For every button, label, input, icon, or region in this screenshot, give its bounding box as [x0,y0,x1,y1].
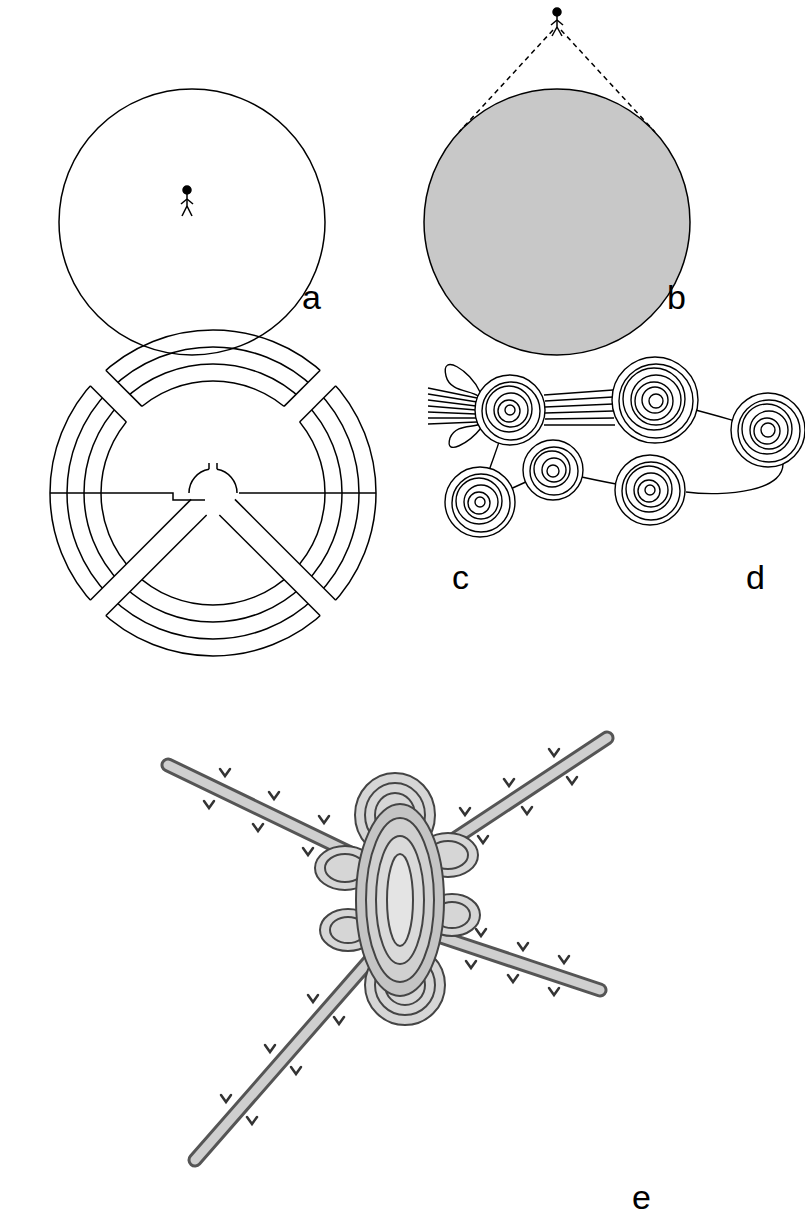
panel-e-figure [168,738,607,1160]
panel-letter: a [302,280,321,314]
panel-letter: c [452,560,469,594]
panel-letter: e [632,1180,651,1214]
panel-a-drawing [59,89,325,355]
panel-letter: d [746,560,765,594]
panel-c-labyrinth [50,330,376,656]
panel-b-drawing [424,8,690,355]
panel-d-spirals [428,357,805,537]
panel-letter: b [667,280,686,314]
